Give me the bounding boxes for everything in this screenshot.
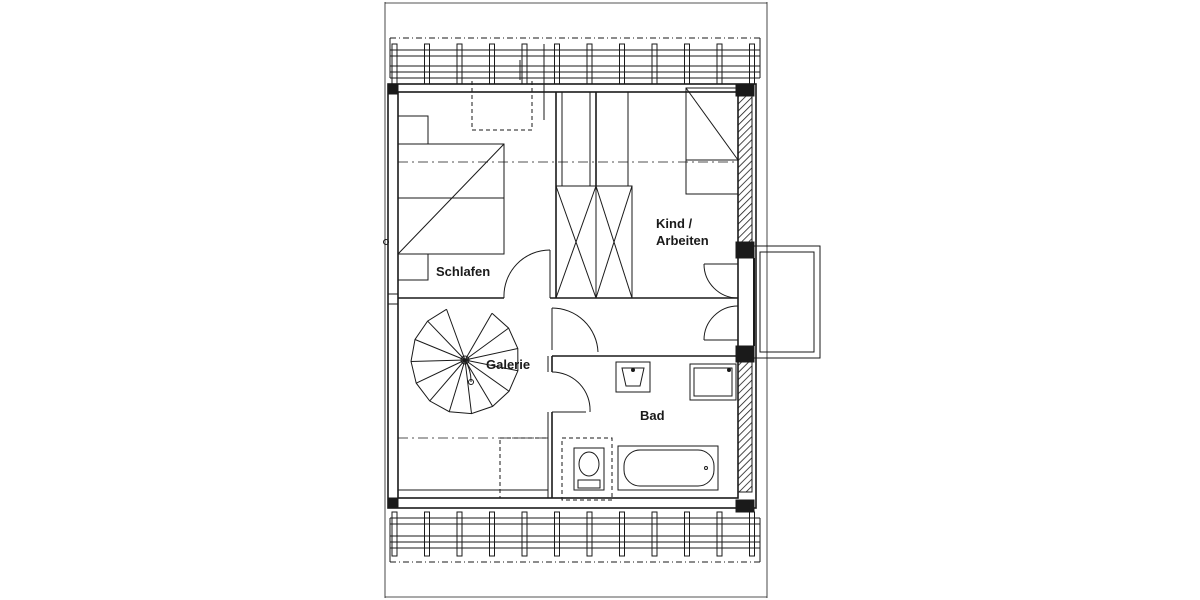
stair-tread — [464, 327, 509, 361]
rafter — [391, 511, 398, 557]
stair-tread — [464, 359, 473, 414]
schlafen-door — [503, 249, 551, 299]
dormer-window — [753, 245, 821, 359]
bath-walls — [547, 355, 738, 498]
rafter — [586, 511, 593, 557]
rafter — [521, 511, 528, 557]
stair-tread — [464, 359, 510, 392]
room-label-galerie: Galerie — [486, 357, 531, 372]
stair-tread — [464, 348, 518, 361]
stair-tread — [448, 359, 466, 412]
rafter — [749, 511, 755, 557]
spiral-staircase — [410, 308, 519, 415]
stair-tread — [429, 359, 466, 402]
rafter — [456, 511, 463, 557]
rafter — [651, 511, 658, 557]
toilet — [573, 447, 605, 491]
stair-tread — [414, 339, 466, 361]
rafter — [554, 511, 560, 557]
top-rafter-band — [389, 37, 761, 79]
bath-door — [551, 371, 591, 413]
single-bed — [685, 87, 739, 195]
kind-door — [551, 307, 599, 353]
galerie-built-in — [398, 437, 549, 499]
wardrobe — [519, 44, 633, 299]
stair-arrow-end — [468, 379, 474, 385]
room-label-line: Kind / — [656, 216, 693, 231]
rafter — [716, 511, 723, 557]
bottom-rafters — [391, 511, 755, 557]
stair-tread — [427, 320, 466, 361]
skylight-outline — [471, 77, 533, 131]
double-bed — [397, 115, 505, 281]
stair-outline — [410, 308, 519, 415]
ridge-lines — [398, 161, 738, 439]
room-label-kind-arbeiten: Kind / Arbeiten — [656, 215, 709, 249]
bathtub — [617, 445, 719, 491]
rafter — [619, 511, 625, 557]
stair-direction — [464, 359, 472, 383]
rafter — [424, 511, 430, 557]
shower-tray — [689, 363, 737, 401]
rafter — [489, 511, 495, 557]
room-label-bad: Bad — [640, 408, 665, 423]
drawing-frame — [384, 2, 768, 598]
left-wall-columns — [383, 83, 399, 509]
stair-tread — [411, 359, 466, 362]
stair-core — [460, 355, 470, 365]
stair-tread — [464, 312, 493, 361]
bath-dashed-niche — [561, 437, 613, 501]
washbasin — [615, 361, 651, 393]
stair-tread — [415, 359, 466, 384]
balcony-doors — [703, 263, 739, 341]
stair-tread — [464, 359, 519, 372]
top-rafters — [391, 43, 755, 85]
room-label-schlafen: Schlafen — [436, 264, 491, 279]
right-masonry-wall — [735, 83, 755, 513]
room-label-line: Arbeiten — [656, 233, 709, 248]
rafter — [684, 511, 690, 557]
exterior-walls — [387, 83, 757, 509]
stair-tread — [464, 359, 494, 407]
bottom-rafter-band — [389, 517, 761, 563]
stair-tread — [446, 309, 466, 361]
